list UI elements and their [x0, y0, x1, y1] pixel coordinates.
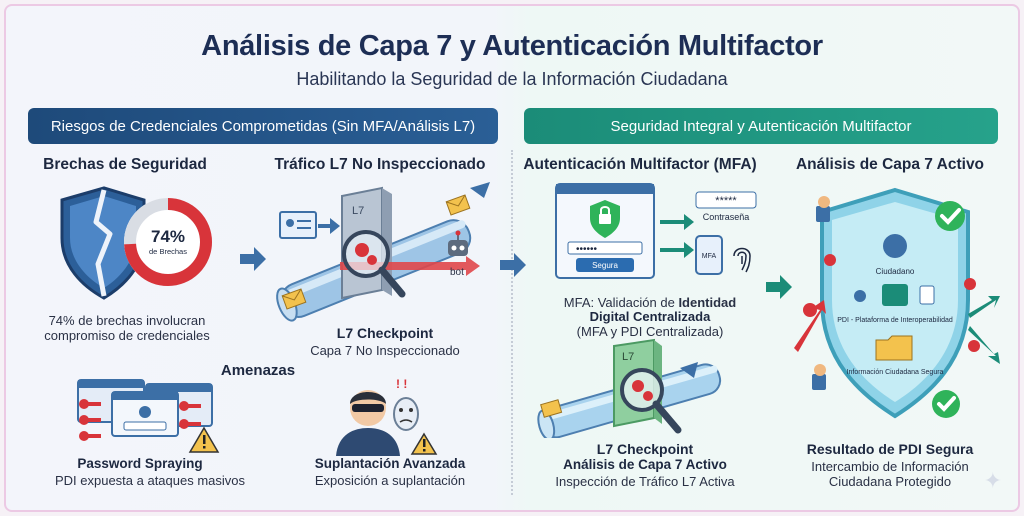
pdi-result-line2: Ciudadana Protegido	[828, 474, 952, 489]
l7-checkpoint-title: L7 Checkpoint	[336, 325, 434, 341]
breaches-caption-line2: compromiso de credenciales	[44, 328, 210, 343]
active-checkpoint-title: L7 Checkpoint	[596, 441, 694, 457]
result-arrow-icon	[766, 275, 792, 299]
breaches-heading: Brechas de Seguridad	[43, 156, 207, 173]
fingerprint-icon	[733, 247, 751, 273]
breach-donut-chart: 74% de Brechas	[124, 198, 212, 286]
section-divider	[511, 150, 513, 495]
threats-heading: Amenazas	[220, 362, 296, 379]
impersonation-title: Suplantación Avanzada	[314, 456, 466, 471]
breach-percent-label: de Brechas	[149, 247, 187, 256]
mfa-caption-bold2: Digital Centralizada	[589, 309, 711, 324]
active-wall-label: L7	[622, 351, 634, 363]
l7-active-inspection-illustration: L7	[537, 338, 722, 438]
pdi-result-line1: Intercambio de Información	[811, 459, 969, 474]
secure-login-button	[576, 258, 634, 272]
mfa-heading: Autenticación Multifactor (MFA)	[523, 156, 757, 173]
password-spraying-icon	[77, 379, 220, 453]
breach-donut-arc	[124, 198, 212, 286]
l7-checkpoint-sub: Capa 7 No Inspeccionado	[310, 343, 460, 358]
traffic-wall-label: L7	[352, 205, 364, 217]
broken-shield-icon	[60, 186, 146, 300]
impersonation-hacker-icon: ! !	[336, 378, 438, 456]
pdi-result-title: Resultado de PDI Segura	[806, 441, 974, 457]
spraying-title: Password Spraying	[77, 456, 203, 471]
traffic-heading: Tráfico L7 No Inspeccionado	[274, 156, 486, 173]
password-label: Contraseña	[703, 212, 750, 222]
secure-login-window: •••••• Segura	[555, 183, 655, 279]
svg-text:! !: ! !	[396, 378, 407, 391]
active-checkpoint-sub: Inspección de Tráfico L7 Activa	[555, 474, 735, 489]
shield-info-label: Información Ciudadana Segura	[847, 369, 944, 376]
secure-pdi-shield: Ciudadano PDI - Plataforma de Interopera…	[794, 187, 1000, 419]
spraying-sub: PDI expuesta a ataques masivos	[54, 473, 246, 488]
shield-platform-label: PDI - Plataforma de Interoperabilidad	[837, 317, 953, 324]
risks-banner: Riesgos de Credenciales Comprometidas (S…	[28, 108, 498, 144]
breaches-caption-line1: 74% de brechas involucran	[48, 313, 206, 328]
shield-citizen-label: Ciudadano	[876, 267, 915, 276]
active-checkpoint-sub-bold: Análisis de Capa 7 Activo	[563, 457, 727, 472]
transition-arrow-icon	[500, 253, 526, 277]
active-analysis-heading: Análisis de Capa 7 Activo	[795, 156, 985, 173]
mfa-caption-bold1: Identidad	[678, 295, 737, 310]
page-subtitle: Habilitando la Seguridad de la Informaci…	[296, 69, 728, 89]
mfa-factors-illustration: ***** Contraseña MFA	[660, 191, 757, 275]
l7-traffic-illustration: L7 bot	[276, 182, 490, 322]
impersonation-sub: Exposición a suplantación	[314, 473, 466, 488]
phone-mfa-label: MFA	[702, 253, 717, 260]
bot-label: bot	[450, 267, 464, 278]
mfa-caption-line1: MFA: Validación de Identidad	[535, 295, 765, 310]
page-title: Análisis de Capa 7 y Autenticación Multi…	[201, 30, 823, 62]
arrow-right-icon	[240, 247, 266, 271]
svg-text:••••••: ••••••	[576, 244, 598, 255]
security-banner: Seguridad Integral y Autenticación Multi…	[524, 108, 998, 144]
breach-percent: 74%	[151, 227, 185, 246]
password-mask: *****	[715, 195, 737, 207]
mfa-caption-prefix: MFA: Validación de	[563, 295, 679, 310]
sparkle-icon: ✦	[983, 468, 1002, 493]
secure-button-label: Segura	[592, 261, 618, 270]
mfa-caption-line3: (MFA y PDI Centralizada)	[576, 324, 724, 339]
